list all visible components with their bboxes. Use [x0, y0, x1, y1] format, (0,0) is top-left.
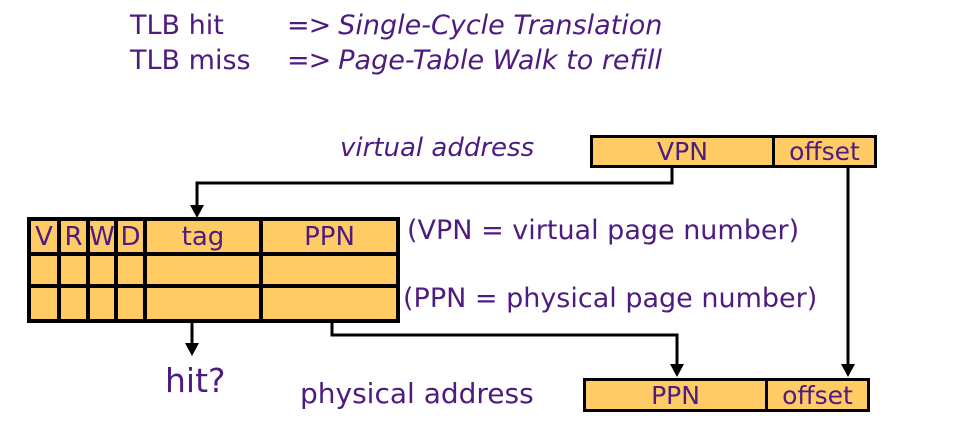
- hit-question-label: hit?: [165, 361, 226, 400]
- tlb-cell: [61, 256, 86, 284]
- legend-result: Page-Table Walk to refill: [338, 45, 662, 76]
- tlb-table: V R W D tag PPN: [27, 217, 400, 323]
- legend-result: Single-Cycle Translation: [338, 10, 663, 41]
- physical-address-box: PPN offset: [583, 378, 870, 412]
- tlb-cell: [90, 256, 114, 284]
- tlb-cell: [118, 288, 143, 319]
- legend-row-tlb-hit: TLB hit => Single-Cycle Translation: [130, 8, 662, 43]
- tlb-header-cell-r: R: [61, 221, 86, 252]
- implies-glyph: =>: [287, 10, 331, 41]
- tlb-cell: [90, 288, 114, 319]
- vpn-to-tlb-line: [195, 167, 674, 206]
- virtual-address-box: VPN offset: [590, 135, 877, 168]
- tlb-cell: [31, 288, 57, 319]
- ppn-to-physical-arrowhead: [670, 364, 684, 377]
- legend-row-tlb-miss: TLB miss => Page-Table Walk to refill: [130, 43, 662, 78]
- tlb-header-cell-d: D: [118, 221, 143, 252]
- tlb-cell: [31, 256, 57, 284]
- tlb-header-cell-v: V: [31, 221, 57, 252]
- tlb-cell: [147, 256, 259, 284]
- tlb-cell: [118, 256, 143, 284]
- physical-address-label: physical address: [300, 377, 534, 410]
- legend: TLB hit => Single-Cycle Translation TLB …: [130, 8, 662, 78]
- tlb-to-ppn-line: [330, 322, 679, 365]
- virtual-address-offset-field: offset: [789, 137, 860, 166]
- virtual-address-vpn-field: VPN: [593, 137, 775, 166]
- ppn-definition-annotation: (PPN = physical page number): [403, 283, 818, 314]
- tlb-cell: [147, 288, 259, 319]
- vpn-definition-annotation: (VPN = virtual page number): [407, 215, 800, 246]
- tlb-cell: [263, 256, 396, 284]
- physical-address-ppn-field: PPN: [586, 381, 768, 410]
- tlb-header-cell-tag: tag: [147, 221, 259, 252]
- offset-to-offset-arrowhead: [841, 364, 855, 377]
- tlb-cell: [263, 288, 396, 319]
- virtual-address-label: virtual address: [340, 133, 535, 163]
- vpn-to-tlb-arrowhead: [190, 205, 204, 218]
- implies-glyph: =>: [287, 45, 331, 76]
- tlb-header-cell-ppn: PPN: [263, 221, 396, 252]
- physical-address-offset-field: offset: [782, 380, 853, 410]
- hit-arrowhead: [185, 343, 199, 356]
- tlb-cell: [61, 288, 86, 319]
- tlb-header-cell-w: W: [90, 221, 114, 252]
- legend-term: TLB hit: [130, 10, 224, 41]
- legend-term: TLB miss: [130, 45, 251, 76]
